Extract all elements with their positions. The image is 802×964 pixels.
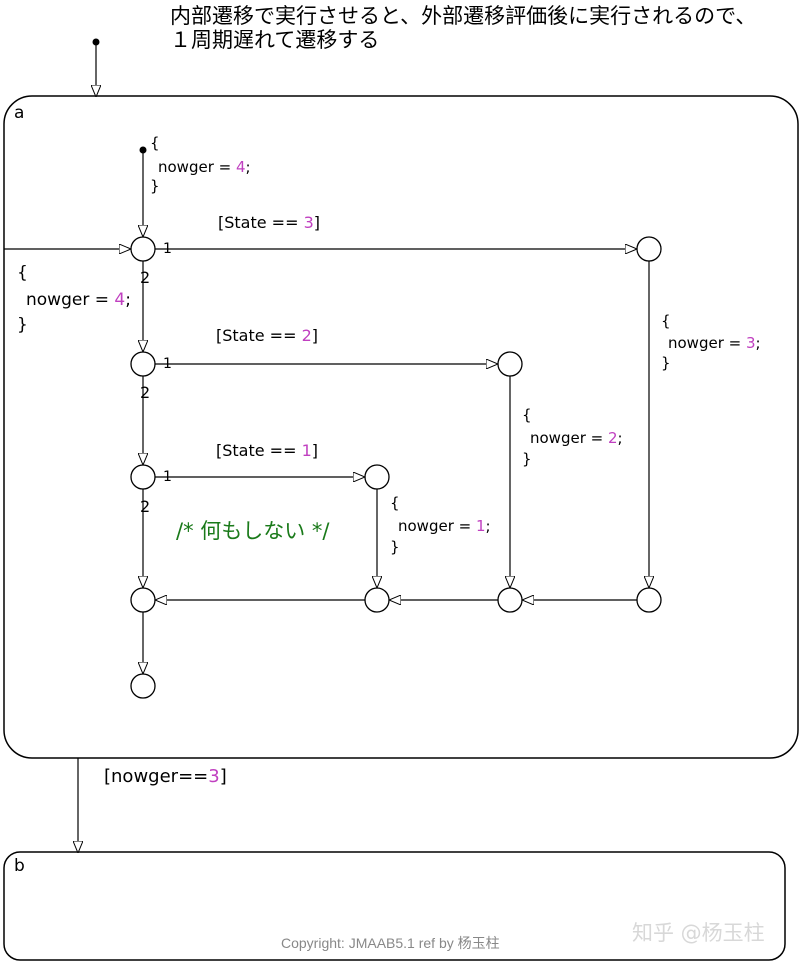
case1-action: { nowger = 1; } <box>390 494 491 556</box>
case3-close: } <box>661 354 671 372</box>
svg-text:nowger = 4;: nowger = 4; <box>158 158 251 176</box>
default-entry-tail: ; <box>246 158 251 176</box>
junction-merge-left[interactable] <box>130 587 156 613</box>
note-line-2: １周期遅れて遷移する <box>170 28 380 52</box>
junction-merge-case3[interactable] <box>636 587 662 613</box>
condition-exit: [nowger==3] <box>104 766 227 787</box>
junction-2[interactable] <box>130 351 156 377</box>
default-entry-body: nowger = <box>158 158 236 176</box>
case2-open: { <box>522 406 532 424</box>
default-entry-action: { nowger = 4; } <box>150 134 251 195</box>
case1-close: } <box>390 538 400 556</box>
junction-case2[interactable] <box>497 351 523 377</box>
junction-1[interactable] <box>130 236 156 262</box>
priority-j3-first: 1 <box>163 469 172 485</box>
junction-3[interactable] <box>130 464 156 490</box>
do-nothing-comment: /* 何もしない */ <box>176 519 330 543</box>
junction-case3[interactable] <box>636 236 662 262</box>
state-b-label: b <box>14 856 25 876</box>
condition-exit-prefix: [nowger== <box>104 766 208 787</box>
outer-entry-tail: ; <box>125 290 131 310</box>
case3-open: { <box>661 312 671 330</box>
default-entry-open: { <box>150 134 160 152</box>
junction-merge-case1[interactable] <box>364 587 390 613</box>
case2-value: 2 <box>608 429 618 447</box>
condition-state1-suffix: ] <box>312 441 318 460</box>
svg-text:nowger = 3;: nowger = 3; <box>668 334 761 352</box>
junction-case1[interactable] <box>364 464 390 490</box>
outer-entry-body: nowger = <box>26 290 114 310</box>
case1-value: 1 <box>476 517 486 535</box>
condition-state1-value: 1 <box>302 441 312 460</box>
case1-tail: ; <box>486 517 491 535</box>
priority-j1-second: 2 <box>140 268 150 287</box>
priority-j1-first: 1 <box>163 241 172 257</box>
condition-exit-value: 3 <box>208 766 219 787</box>
condition-state2-value: 2 <box>302 326 312 345</box>
case2-tail: ; <box>618 429 623 447</box>
svg-text:nowger = 1;: nowger = 1; <box>398 517 491 535</box>
case3-action: { nowger = 3; } <box>661 312 761 372</box>
condition-exit-suffix: ] <box>220 766 227 787</box>
condition-state3: [State == 3] <box>218 213 320 232</box>
state-a-label: a <box>14 103 24 123</box>
condition-state3-prefix: [State == <box>218 213 304 232</box>
priority-j2-first: 1 <box>163 356 172 372</box>
state-a-box[interactable] <box>3 95 799 759</box>
condition-state1: [State == 1] <box>216 441 318 460</box>
case1-body: nowger = <box>398 517 476 535</box>
case3-body: nowger = <box>668 334 746 352</box>
priority-j2-second: 2 <box>140 383 150 402</box>
svg-text:nowger = 4;: nowger = 4; <box>26 290 131 310</box>
state-b-box[interactable] <box>3 851 786 961</box>
junction-merge-case2[interactable] <box>497 587 523 613</box>
junction-terminal[interactable] <box>130 673 156 699</box>
case3-tail: ; <box>756 334 761 352</box>
case2-close: } <box>522 450 532 468</box>
condition-state1-prefix: [State == <box>216 441 302 460</box>
case1-open: { <box>390 494 400 512</box>
copyright-text: Copyright: JMAAB5.1 ref by 杨玉柱 <box>281 935 500 951</box>
condition-state3-value: 3 <box>304 213 314 232</box>
condition-state2-suffix: ] <box>312 326 318 345</box>
outer-entry-value: 4 <box>114 290 125 310</box>
annotation-note: 内部遷移で実行させると、外部遷移評価後に実行されるので、１周期遅れて遷移する <box>170 4 756 52</box>
condition-state2-prefix: [State == <box>216 326 302 345</box>
case2-action: { nowger = 2; } <box>522 406 623 468</box>
default-entry-value: 4 <box>236 158 246 176</box>
outer-entry-action: { nowger = 4; } <box>17 263 131 335</box>
outer-entry-close: } <box>17 315 28 335</box>
case3-value: 3 <box>746 334 756 352</box>
outer-entry-open: { <box>17 263 28 283</box>
note-line-1: 内部遷移で実行させると、外部遷移評価後に実行されるので、 <box>170 4 757 28</box>
priority-j3-second: 2 <box>140 497 150 516</box>
default-entry-close: } <box>150 177 160 195</box>
condition-state2: [State == 2] <box>216 326 318 345</box>
svg-text:nowger = 2;: nowger = 2; <box>530 429 623 447</box>
condition-state3-suffix: ] <box>314 213 320 232</box>
watermark-text: 知乎 @杨玉柱 <box>632 921 765 945</box>
case2-body: nowger = <box>530 429 608 447</box>
